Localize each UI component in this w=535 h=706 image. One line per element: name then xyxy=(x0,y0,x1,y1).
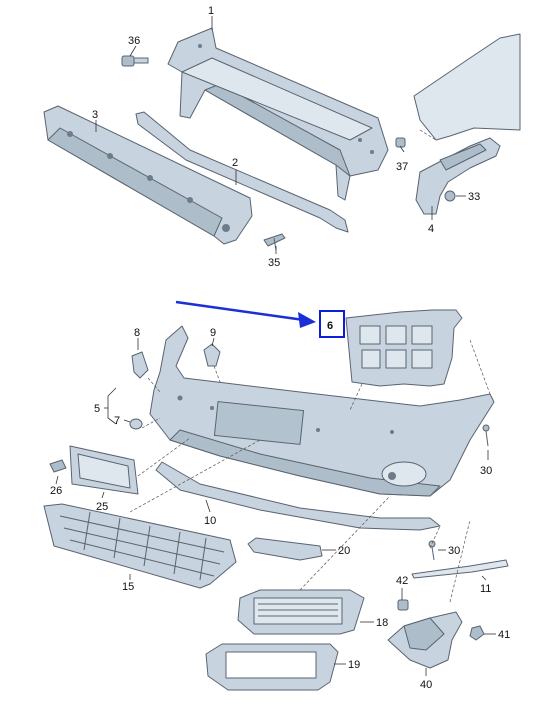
part-2-lower-bracket-strip[interactable] xyxy=(135,111,349,233)
part-10-lower-spoiler[interactable] xyxy=(155,461,441,531)
label-25: 25 xyxy=(96,501,108,513)
part-40-bracket[interactable] xyxy=(387,611,463,669)
label-18: 18 xyxy=(376,617,388,629)
part-20-trim-strip[interactable] xyxy=(247,537,323,561)
label-42: 42 xyxy=(396,575,408,587)
part-42-bolt[interactable] xyxy=(397,599,409,611)
label-15: 15 xyxy=(122,581,134,593)
label-4: 4 xyxy=(428,223,434,235)
part-15-lower-grille[interactable] xyxy=(43,503,237,589)
part-36-bolt[interactable] xyxy=(121,55,149,67)
part-33-clip[interactable] xyxy=(444,190,456,202)
highlight-arrow xyxy=(175,300,316,328)
part-30-screw-lower[interactable] xyxy=(428,540,436,561)
label-7: 7 xyxy=(114,415,120,427)
part-18-fog-light-grille[interactable] xyxy=(237,589,365,635)
part-19-fog-light-frame[interactable] xyxy=(205,643,339,691)
part-30-screw-upper[interactable] xyxy=(482,424,490,447)
label-40: 40 xyxy=(420,679,432,691)
part-26-clip[interactable] xyxy=(49,459,67,473)
label-3: 3 xyxy=(92,109,98,121)
label-2: 2 xyxy=(232,157,238,169)
label-35: 35 xyxy=(268,257,280,269)
part-35-clip[interactable] xyxy=(263,233,286,251)
part-9-clip[interactable] xyxy=(203,343,221,367)
part-8-cover-cap[interactable] xyxy=(131,351,149,379)
label-8: 8 xyxy=(134,327,140,339)
label-26: 26 xyxy=(50,485,62,497)
highlight-box-6[interactable] xyxy=(319,310,345,338)
label-36: 36 xyxy=(128,35,140,47)
part-11-trim-strip[interactable] xyxy=(411,559,509,579)
label-6: 6 xyxy=(327,320,333,332)
label-20: 20 xyxy=(338,545,350,557)
label-19: 19 xyxy=(348,659,360,671)
part-37-bolt[interactable] xyxy=(395,137,406,148)
label-11: 11 xyxy=(480,583,491,595)
label-10: 10 xyxy=(204,515,216,527)
label-9: 9 xyxy=(210,327,216,339)
part-41-nut[interactable] xyxy=(469,625,485,641)
label-41: 41 xyxy=(498,629,510,641)
fender-panel xyxy=(413,33,521,141)
part-6-mounting-bracket[interactable] xyxy=(345,309,463,387)
label-30-lower: 30 xyxy=(448,545,460,557)
part-3-energy-absorber[interactable] xyxy=(43,105,253,245)
label-30-upper: 30 xyxy=(480,465,492,477)
part-1-reinforcement-bar[interactable] xyxy=(167,27,389,201)
label-37: 37 xyxy=(396,161,408,173)
label-1: 1 xyxy=(208,5,214,17)
part-4-side-bracket[interactable] xyxy=(415,137,501,215)
part-25-license-plate-bracket[interactable] xyxy=(69,445,139,495)
label-5: 5 xyxy=(94,403,100,415)
label-33: 33 xyxy=(468,191,480,203)
part-7-cap[interactable] xyxy=(129,418,143,430)
